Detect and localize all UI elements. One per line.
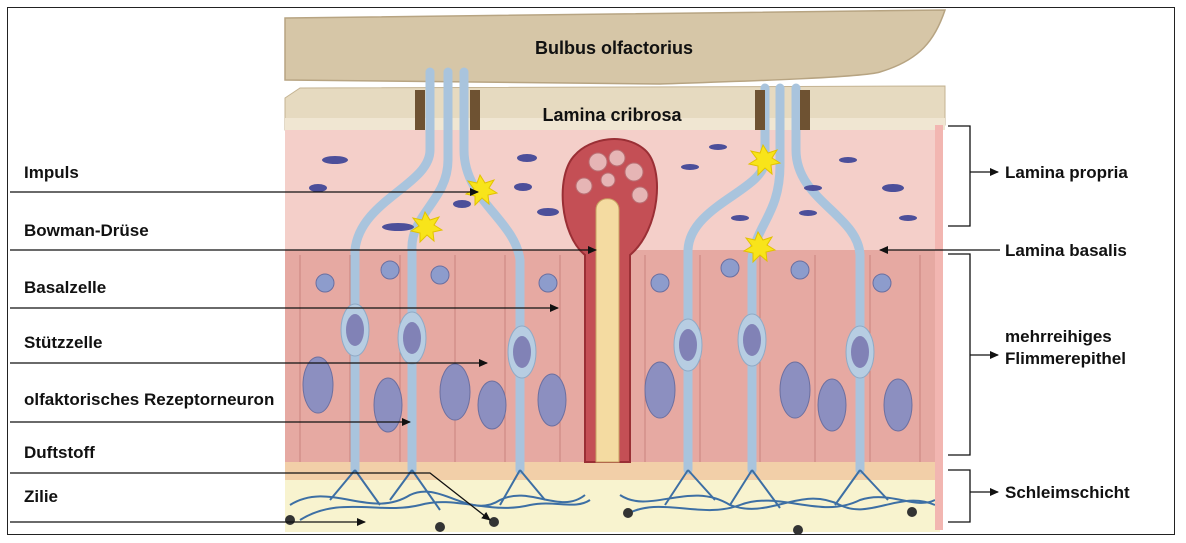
label-epithel-line1: mehrreihiges (1005, 327, 1112, 346)
label-schleimschicht: Schleimschicht (1005, 483, 1130, 502)
side-band (935, 125, 943, 530)
label-rezeptorneuron: olfaktorisches Rezeptorneuron (24, 390, 274, 409)
label-stuetzzelle: Stützzelle (24, 333, 102, 352)
label-bulbus-olfactorius: Bulbus olfactorius (535, 38, 693, 58)
label-basalzelle: Basalzelle (24, 278, 106, 297)
bowman-gland-lumen (596, 199, 619, 462)
label-lamina-propria: Lamina propria (1005, 163, 1128, 182)
label-duftstoff: Duftstoff (24, 443, 95, 462)
label-zilie: Zilie (24, 487, 58, 506)
brackets (948, 126, 970, 522)
label-epithel-line2: Flimmerepithel (1005, 349, 1126, 368)
label-lamina-basalis: Lamina basalis (1005, 241, 1127, 260)
label-lamina-cribrosa: Lamina cribrosa (542, 105, 682, 125)
label-impuls: Impuls (24, 163, 79, 182)
label-bowman-druese: Bowman-Drüse (24, 221, 149, 240)
